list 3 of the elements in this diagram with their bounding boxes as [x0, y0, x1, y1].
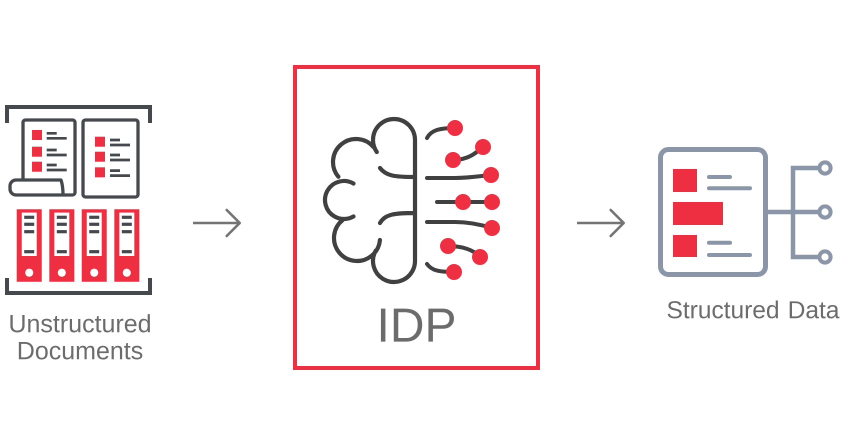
node-label: Unstructured Documents	[10, 314, 150, 360]
process-box: IDP	[293, 65, 540, 370]
node-label: Structured Data	[668, 300, 840, 318]
